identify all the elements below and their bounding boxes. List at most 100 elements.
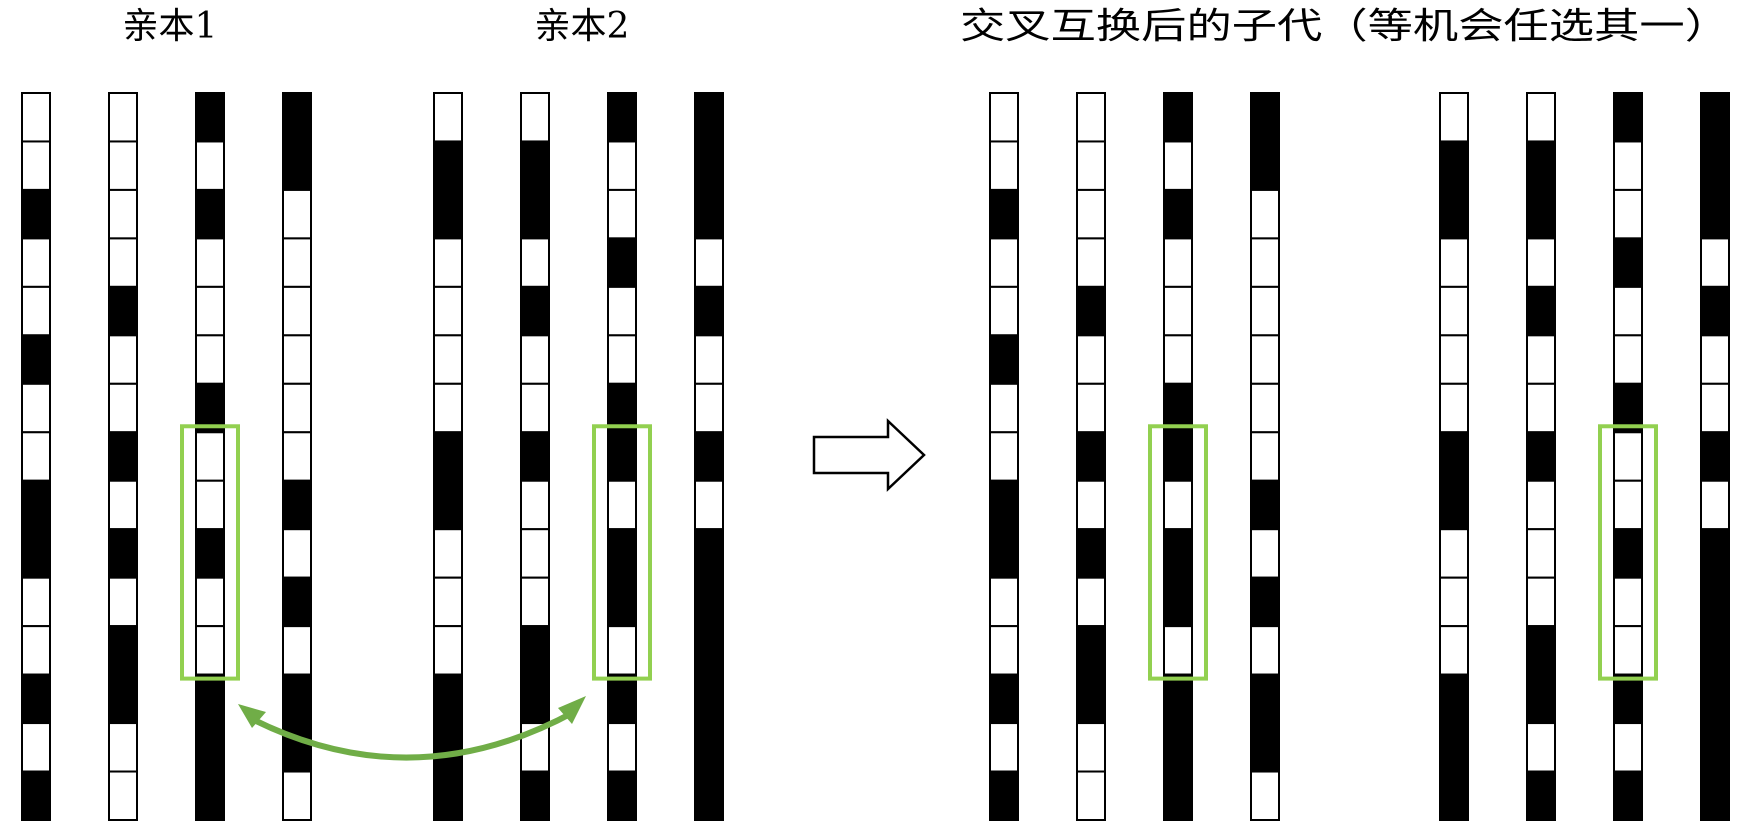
segment-filled [1250,140,1280,191]
segment-empty [433,382,463,434]
segment-filled [21,528,51,579]
segment-empty [1613,140,1643,191]
segment-filled [1526,431,1556,482]
parent2-label: 亲本2 [535,6,630,47]
segment-empty [989,92,1019,143]
segment-empty [1250,237,1280,288]
segment-empty [607,625,637,676]
parent1-chromosome-1 [21,92,51,822]
swap-arrowhead-right [558,696,586,724]
segment-empty [108,770,138,822]
segment-empty [195,237,225,288]
segment-empty [1700,382,1730,434]
segment-empty [195,625,225,676]
segment-empty [433,334,463,385]
segment-filled [1163,770,1193,822]
segment-empty [21,625,51,676]
segment-empty [1613,285,1643,337]
segment-empty [282,285,312,337]
offspring-b-highlight-box [1598,424,1658,681]
segment-empty [282,528,312,579]
segment-empty [694,334,724,385]
segment-filled [433,140,463,191]
segment-empty [282,237,312,288]
segment-empty [1250,528,1280,579]
segment-filled [694,92,724,143]
segment-empty [1076,188,1106,240]
segment-empty [108,188,138,240]
parent1-label: 亲本1 [123,6,218,47]
segment-filled [1700,528,1730,579]
segment-empty [989,722,1019,773]
segment-empty [433,92,463,143]
segment-empty [282,382,312,434]
segment-empty [1526,576,1556,628]
segment-filled [195,770,225,822]
parent2-highlight-box [592,424,652,681]
segment-filled [1700,188,1730,240]
segment-empty [108,382,138,434]
segment-filled [1526,140,1556,191]
segment-filled [108,285,138,337]
segment-empty [1700,479,1730,531]
segment-filled [1163,722,1193,773]
segment-filled [282,92,312,143]
segment-empty [108,237,138,288]
segment-empty [1613,722,1643,773]
parent2-chromosome-3 [607,92,637,822]
segment-filled [108,625,138,676]
segment-filled [1439,188,1469,240]
segment-filled [989,770,1019,822]
segment-empty [1250,334,1280,385]
segment-filled [989,673,1019,725]
segment-empty [1076,479,1106,531]
segment-filled [108,673,138,725]
segment-filled [694,625,724,676]
segment-filled [1613,528,1643,579]
segment-empty [1439,285,1469,337]
segment-empty [1163,285,1193,337]
segment-filled [694,576,724,628]
segment-filled [108,431,138,482]
segment-filled [1163,528,1193,579]
segment-empty [108,92,138,143]
segment-filled [1076,625,1106,676]
segment-empty [694,479,724,531]
segment-filled [433,431,463,482]
segment-filled [282,479,312,531]
segment-empty [694,382,724,434]
segment-filled [520,431,550,482]
segment-empty [1439,576,1469,628]
segment-empty [282,770,312,822]
segment-empty [520,334,550,385]
segment-empty [1076,334,1106,385]
segment-filled [1700,625,1730,676]
segment-filled [607,770,637,822]
segment-filled [1700,722,1730,773]
segment-empty [1700,334,1730,385]
segment-filled [21,479,51,531]
segment-filled [1700,140,1730,191]
segment-filled [989,334,1019,385]
segment-empty [1163,334,1193,385]
offspring-label: 交叉互换后的子代（等机会任选其一） [960,6,1730,47]
segment-filled [520,285,550,337]
segment-filled [1250,92,1280,143]
segment-filled [1439,770,1469,822]
segment-empty [1613,334,1643,385]
segment-filled [1700,285,1730,337]
segment-empty [1439,382,1469,434]
segment-filled [694,673,724,725]
segment-filled [520,673,550,725]
segment-filled [1076,673,1106,725]
segment-filled [1700,673,1730,725]
segment-filled [1613,237,1643,288]
segment-empty [607,188,637,240]
offspring-a-chromosome-3 [1163,92,1193,822]
segment-filled [520,140,550,191]
segment-empty [989,140,1019,191]
transition-arrow-icon [812,418,926,492]
segment-empty [1163,237,1193,288]
segment-filled [1163,576,1193,628]
